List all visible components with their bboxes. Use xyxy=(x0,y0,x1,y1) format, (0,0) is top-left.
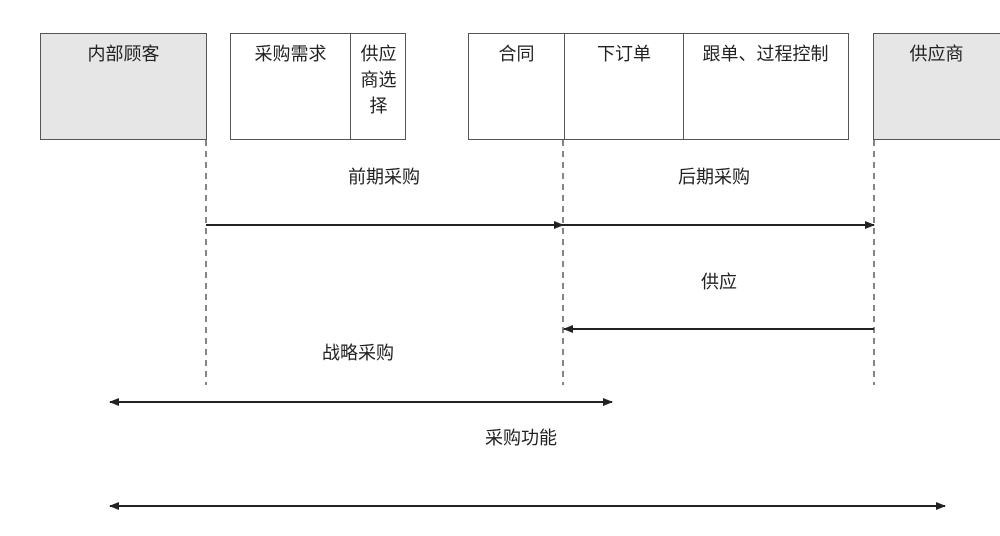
procurement-function-label: 采购功能 xyxy=(485,428,557,449)
supplier-label: 供应商 xyxy=(909,44,964,65)
stage-label: 供应商选择 xyxy=(360,44,397,117)
early-stage-group: 采购需求 供应商选择 xyxy=(230,33,406,140)
stage-follow-up-control: 跟单、过程控制 xyxy=(683,34,847,139)
stage-label: 跟单、过程控制 xyxy=(702,44,829,65)
late-procurement-label: 后期采购 xyxy=(678,167,750,188)
stage-place-order: 下订单 xyxy=(564,34,683,139)
internal-customer-box: 内部顾客 xyxy=(40,33,207,140)
late-stage-group: 合同 下订单 跟单、过程控制 xyxy=(468,33,849,140)
stage-purchase-demand: 采购需求 xyxy=(231,34,350,139)
stage-supplier-selection: 供应商选择 xyxy=(350,34,406,139)
early-procurement-label: 前期采购 xyxy=(348,167,420,188)
stage-label: 合同 xyxy=(498,44,535,65)
stage-label: 下订单 xyxy=(597,44,651,65)
stage-label: 采购需求 xyxy=(254,44,327,65)
supply-label: 供应 xyxy=(701,272,737,293)
stage-contract: 合同 xyxy=(469,34,564,139)
internal-customer-label: 内部顾客 xyxy=(87,44,160,65)
strategic-procurement-label: 战略采购 xyxy=(322,343,394,364)
supplier-box: 供应商 xyxy=(873,33,1000,140)
